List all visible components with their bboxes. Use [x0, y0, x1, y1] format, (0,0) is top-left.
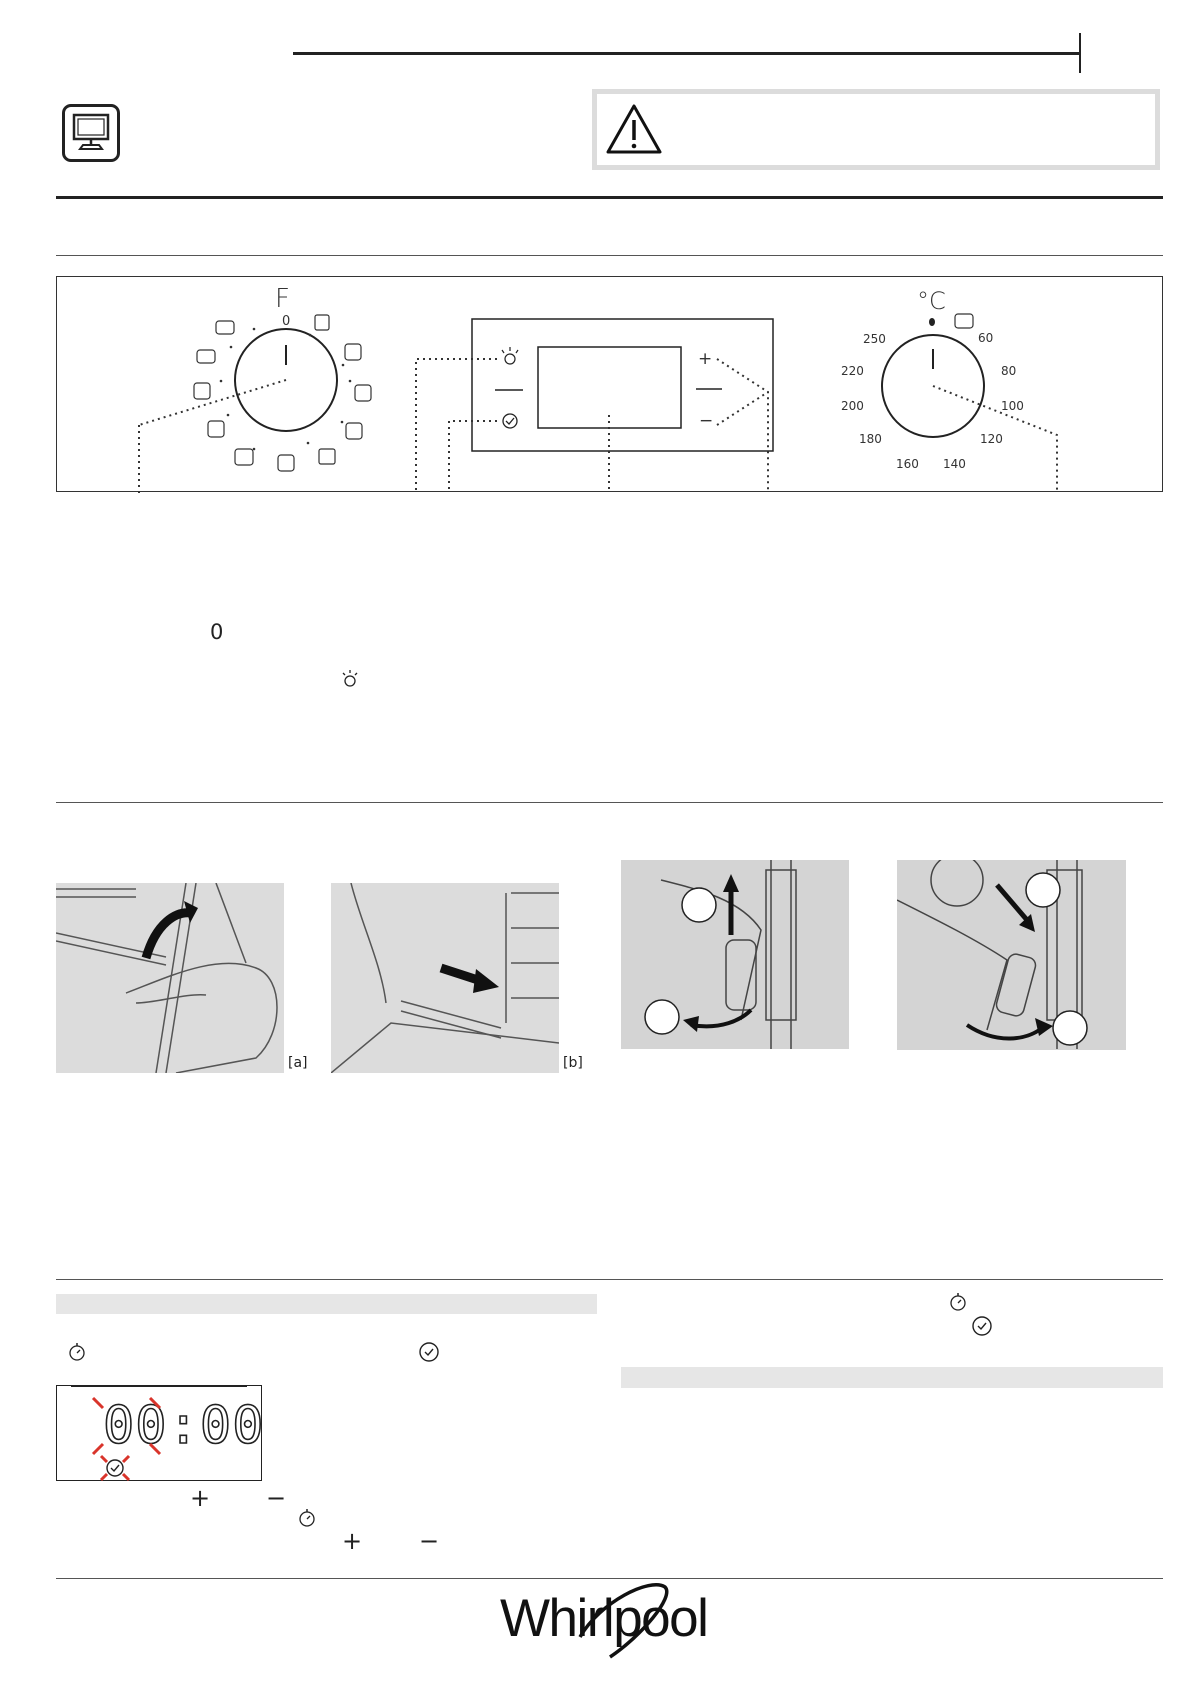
brand-swoosh [578, 1583, 669, 1659]
svg-text:°C: °C [917, 287, 946, 315]
svg-text:180: 180 [859, 432, 882, 446]
warning-box [592, 89, 1160, 170]
svg-text:100: 100 [1001, 399, 1024, 413]
svg-text:140: 140 [943, 457, 966, 471]
section-rule-1 [56, 196, 1163, 199]
svg-text:0: 0 [282, 314, 290, 329]
photo-b [331, 883, 559, 1073]
svg-text:80: 80 [1001, 364, 1016, 378]
warning-triangle-icon [606, 104, 662, 154]
brand-logo-text: Whirlpool [500, 1589, 709, 1648]
display-top-line [71, 1385, 247, 1387]
section-rule-4 [56, 1279, 1163, 1280]
photo-a [56, 883, 284, 1073]
clock-icon [106, 1459, 124, 1477]
timer-icon [950, 1293, 966, 1311]
subsection-header-bar-2 [621, 1367, 1163, 1388]
lamp-icon [342, 670, 358, 687]
header-rule-tick [1079, 33, 1081, 73]
photo-d [897, 860, 1126, 1050]
timer-icon [299, 1509, 315, 1527]
zero-symbol: 0 [210, 620, 224, 644]
header-rule [293, 52, 1080, 55]
clock-icon [972, 1316, 992, 1336]
monitor-icon [62, 104, 120, 162]
timer-icon [69, 1343, 85, 1361]
blink-marks [91, 1396, 162, 1482]
svg-text:−: − [699, 411, 713, 431]
svg-text:250: 250 [863, 332, 886, 346]
plus-icon: + [342, 1527, 363, 1555]
svg-text:F: F [275, 284, 290, 314]
figure-label-b: [b] [563, 1055, 583, 1071]
brand-logo: Whirlpool [500, 1582, 730, 1662]
control-panel-diagram: F 0 [56, 276, 1163, 493]
minus-icon: − [419, 1527, 440, 1555]
svg-text:200: 200 [841, 399, 864, 413]
svg-text:+: + [698, 349, 712, 369]
clock-icon [419, 1342, 439, 1362]
lamp-icon [501, 347, 519, 365]
svg-text:60: 60 [978, 331, 993, 345]
section-rule-3 [56, 802, 1163, 803]
svg-text:120: 120 [980, 432, 1003, 446]
timer-display-digits: 00:00 [102, 1395, 265, 1457]
section-rule-2 [56, 255, 1163, 256]
plus-icon: + [190, 1484, 211, 1512]
photo-c [621, 860, 849, 1049]
footer-rule [56, 1578, 1163, 1579]
minus-icon: − [266, 1484, 287, 1512]
timer-display-illustration: 00:00 [56, 1385, 265, 1482]
figure-label-a: [a] [288, 1055, 308, 1071]
svg-text:160: 160 [896, 457, 919, 471]
subsection-header-bar-1 [56, 1294, 597, 1314]
svg-text:220: 220 [841, 364, 864, 378]
control-panel-drawing: F 0 [138, 284, 1058, 493]
clock-icon [502, 413, 518, 429]
